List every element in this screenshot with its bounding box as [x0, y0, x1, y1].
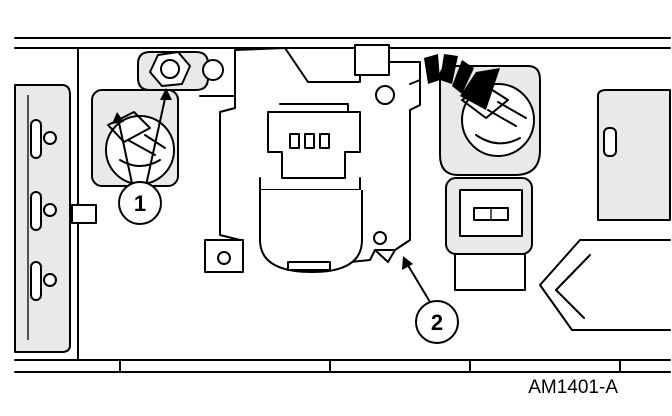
module-housing: [199, 44, 421, 273]
right-housing-edge: [539, 89, 671, 331]
left-bulb-socket: [91, 89, 179, 187]
left-bracket: [14, 84, 97, 353]
mounting-nut: [137, 51, 224, 91]
figure-id-label: AM1401-A: [528, 377, 618, 398]
rotation-arrow-icon: [424, 54, 500, 110]
callout-2: 2: [402, 256, 459, 344]
right-bulb-socket: [439, 65, 541, 291]
callout-2-label: 2: [431, 310, 443, 335]
callout-1: 1: [112, 88, 172, 225]
callout-1-label: 1: [134, 191, 146, 216]
